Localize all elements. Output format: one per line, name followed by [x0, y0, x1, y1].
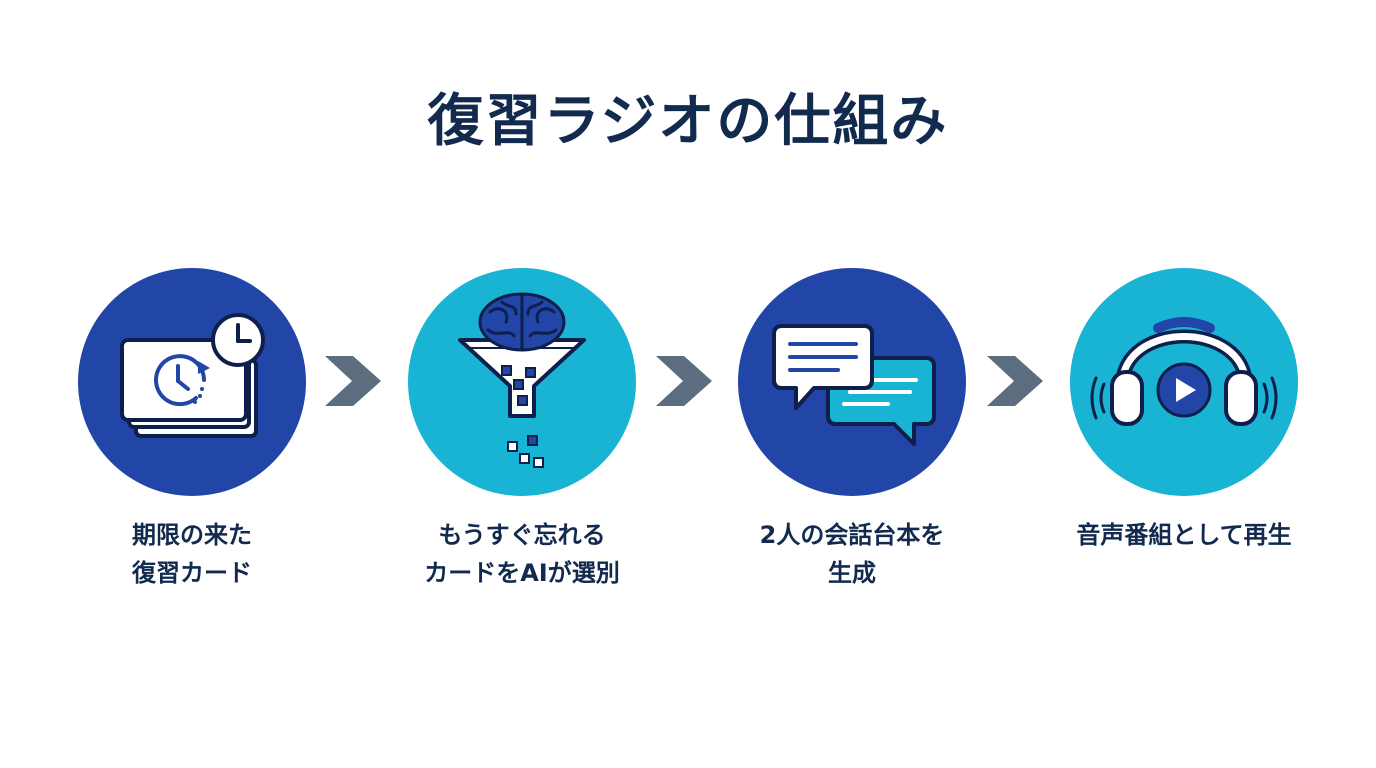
step-2-label-line-2: カードをAIが選別: [424, 559, 620, 587]
chevron-right-icon: [656, 356, 712, 406]
chevron-right-icon: [325, 356, 381, 406]
step-1-label: 期限の来た 復習カード: [62, 516, 322, 592]
step-4-circle: [1070, 268, 1298, 496]
step-4-label: 音声番組として再生: [1054, 516, 1314, 554]
headphones-play-icon: [1070, 268, 1298, 496]
step-3-label-line-1: 2人の会話台本を: [759, 521, 945, 549]
overdue-cards-clock-icon: [78, 268, 306, 496]
step-1-label-line-1: 期限の来た: [132, 521, 252, 549]
brain-funnel-icon: [408, 268, 636, 496]
step-3-label: 2人の会話台本を 生成: [722, 516, 982, 592]
step-2-circle: [408, 268, 636, 496]
chat-bubbles-icon: [738, 268, 966, 496]
step-2-label-line-1: もうすぐ忘れる: [438, 521, 606, 549]
step-3-label-line-2: 生成: [828, 559, 876, 587]
chevron-right-icon: [987, 356, 1043, 406]
step-1-circle: [78, 268, 306, 496]
step-2-label: もうすぐ忘れる カードをAIが選別: [392, 516, 652, 592]
step-4-label-line-1: 音声番組として再生: [1076, 521, 1292, 549]
step-3-circle: [738, 268, 966, 496]
page-title: 復習ラジオの仕組み: [427, 89, 949, 154]
step-1-label-line-2: 復習カード: [132, 559, 252, 587]
